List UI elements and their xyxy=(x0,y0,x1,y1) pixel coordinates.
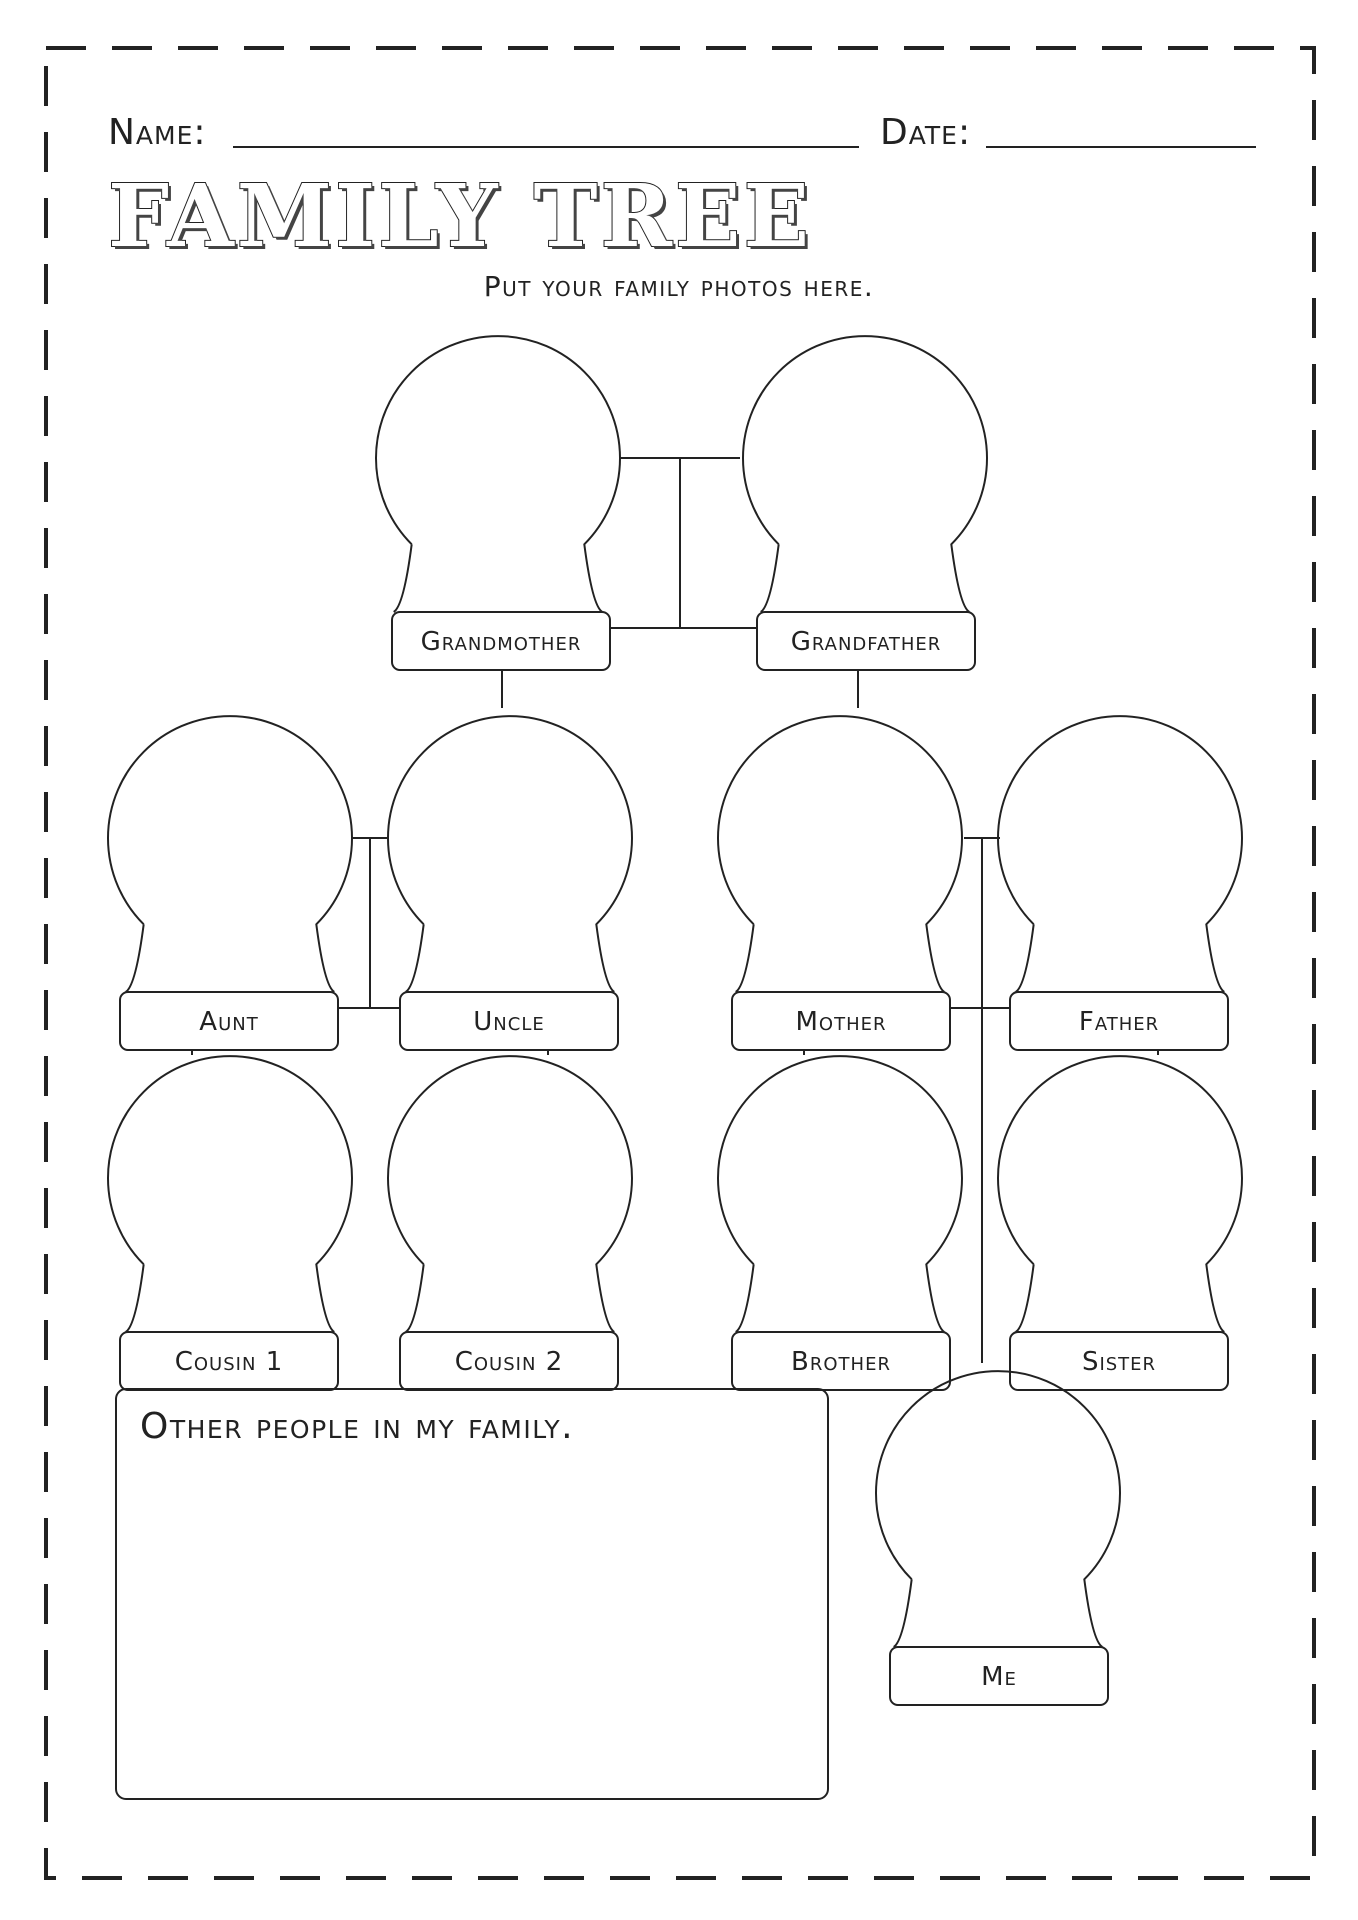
label-grandfather: Grandfather xyxy=(791,627,942,657)
photo-circle-aunt[interactable] xyxy=(107,715,353,993)
photo-circle-father[interactable] xyxy=(997,715,1243,993)
label-me: Me xyxy=(981,1662,1017,1692)
label-aunt: Aunt xyxy=(199,1007,258,1037)
photo-circle-grandmother[interactable] xyxy=(375,335,621,613)
label-box-father xyxy=(1009,991,1229,1051)
label-cousin1: Cousin 1 xyxy=(175,1347,284,1377)
page-title: FAMILY TREE xyxy=(107,165,813,268)
photo-frame-grandfather[interactable]: Grandfather xyxy=(742,335,988,671)
label-father: Father xyxy=(1079,1007,1159,1037)
photo-frame-father[interactable]: Father xyxy=(997,715,1243,1051)
dashed-border xyxy=(44,46,1316,1880)
label-sister: Sister xyxy=(1082,1347,1156,1377)
label-box-sister xyxy=(1009,1331,1229,1391)
label-box-me xyxy=(889,1646,1109,1706)
photo-circle-sister[interactable] xyxy=(997,1055,1243,1333)
photo-frame-mother[interactable]: Mother xyxy=(717,715,963,1051)
other-people-heading: Other people in my family. xyxy=(140,1406,575,1447)
photo-circle-grandfather[interactable] xyxy=(742,335,988,613)
label-uncle: Uncle xyxy=(473,1007,544,1037)
label-box-grandmother xyxy=(391,611,611,671)
label-box-grandfather xyxy=(756,611,976,671)
photo-frame-me[interactable]: Me xyxy=(875,1370,1121,1706)
label-cousin2: Cousin 2 xyxy=(455,1347,564,1377)
label-box-mother xyxy=(731,991,951,1051)
label-box-brother xyxy=(731,1331,951,1391)
label-box-uncle xyxy=(399,991,619,1051)
connector-lines xyxy=(191,457,1159,1363)
photo-circle-me[interactable] xyxy=(875,1370,1121,1648)
photo-frame-cousin2[interactable]: Cousin 2 xyxy=(387,1055,633,1391)
name-field[interactable] xyxy=(233,146,859,148)
photo-circle-uncle[interactable] xyxy=(387,715,633,993)
date-label: Date: xyxy=(880,112,972,153)
name-label: Name: xyxy=(108,112,207,153)
photo-frame-aunt[interactable]: Aunt xyxy=(107,715,353,1051)
photo-frame-brother[interactable]: Brother xyxy=(717,1055,963,1391)
photo-frame-uncle[interactable]: Uncle xyxy=(387,715,633,1051)
label-brother: Brother xyxy=(791,1347,891,1377)
other-people-box[interactable] xyxy=(115,1388,829,1800)
photo-circle-cousin1[interactable] xyxy=(107,1055,353,1333)
label-box-aunt xyxy=(119,991,339,1051)
photo-circle-mother[interactable] xyxy=(717,715,963,993)
subtitle: Put your family photos here. xyxy=(483,270,875,303)
label-grandmother: Grandmother xyxy=(421,627,582,657)
label-mother: Mother xyxy=(795,1007,886,1037)
photo-frame-grandmother[interactable]: Grandmother xyxy=(375,335,621,671)
photo-frame-sister[interactable]: Sister xyxy=(997,1055,1243,1391)
photo-circle-brother[interactable] xyxy=(717,1055,963,1333)
date-field[interactable] xyxy=(986,146,1256,148)
photo-circle-cousin2[interactable] xyxy=(387,1055,633,1333)
photo-frame-cousin1[interactable]: Cousin 1 xyxy=(107,1055,353,1391)
